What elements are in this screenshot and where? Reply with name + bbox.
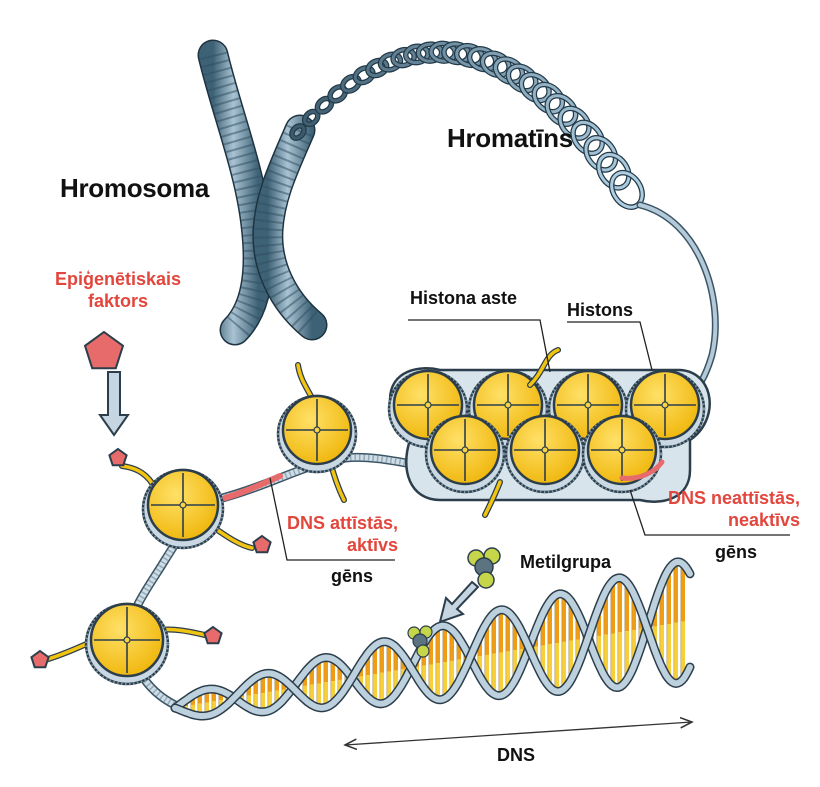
epigenetic-factor-pentagon bbox=[252, 534, 272, 554]
gene-inactive-label: gēns bbox=[715, 542, 758, 562]
gene-active-label: gēns bbox=[331, 566, 374, 586]
methyl-on-dna bbox=[407, 625, 433, 658]
nucleosome-dna-texture bbox=[85, 603, 169, 685]
histone-center bbox=[504, 401, 512, 409]
chromatin-loop-highlight bbox=[378, 52, 402, 72]
chromatin-loop-highlight bbox=[303, 109, 320, 126]
epigenetic-factor-pentagon bbox=[30, 649, 50, 669]
chromatin-label: Hromatīns bbox=[447, 123, 573, 153]
methyl-group bbox=[467, 547, 501, 589]
chromatin-loop-highlight bbox=[571, 120, 604, 155]
dna-unwound-line1: DNS attīstās, bbox=[286, 513, 398, 533]
histone-cluster bbox=[387, 347, 711, 518]
histone-tail bbox=[296, 363, 314, 400]
histone-center bbox=[179, 501, 187, 509]
histone-center bbox=[541, 446, 549, 454]
histone-center bbox=[584, 401, 592, 409]
chromatin-loop-highlight bbox=[584, 136, 618, 172]
chromosome-label: Hromosoma bbox=[60, 173, 209, 203]
nucleosome-lower bbox=[84, 602, 170, 686]
dna-wound-line1: DNS neattīstās, bbox=[667, 488, 800, 508]
histone-center bbox=[461, 446, 469, 454]
dna-wound-line2: neaktīvs bbox=[727, 510, 800, 530]
chromatin-loop-highlight bbox=[545, 94, 578, 126]
histone-center bbox=[123, 636, 131, 644]
epigenetic-factor-line1: Epiģenētiskais bbox=[54, 269, 182, 289]
leader-lines bbox=[269, 319, 790, 561]
dna-unwound-line2: aktīvs bbox=[346, 535, 398, 555]
inactive-gene-segment bbox=[619, 459, 665, 481]
nucleosome-middle bbox=[141, 468, 225, 550]
chromatin-loop-highlight bbox=[532, 82, 564, 114]
histone-tail-label: Histona aste bbox=[410, 288, 518, 308]
histone-front bbox=[424, 414, 506, 494]
chromatin-loop-highlight bbox=[366, 58, 389, 78]
epigenetic-factor-pentagon bbox=[83, 330, 125, 370]
chromatin-loop-highlight bbox=[353, 66, 375, 85]
active-gene-segment bbox=[222, 473, 283, 501]
histone-front bbox=[581, 414, 663, 494]
methyl-group-label: Metilgrupa bbox=[520, 552, 612, 572]
histone-center bbox=[313, 426, 321, 434]
histone-tail bbox=[528, 348, 560, 387]
epigenetic-factor-pentagon bbox=[108, 447, 128, 467]
epigenetic-factor-label: Epiģenētiskais faktors bbox=[34, 268, 202, 312]
epigenetic-arrow bbox=[98, 371, 130, 437]
histone-front bbox=[504, 414, 586, 494]
dna-wound-label: DNS neattīstās, neaktīvs bbox=[640, 487, 800, 531]
chromatin-loop-highlight bbox=[404, 44, 430, 65]
loose-nucleosomes bbox=[42, 362, 358, 686]
dna-double-helix bbox=[170, 557, 695, 721]
chromatin-loop-highlight bbox=[519, 73, 551, 103]
nucleosome-active bbox=[276, 394, 358, 474]
chromatin-loop-highlight bbox=[290, 124, 306, 140]
histone-label: Histons bbox=[567, 300, 634, 320]
nucleosome-dna-texture bbox=[142, 469, 224, 549]
chromosome bbox=[197, 39, 328, 346]
histone-center bbox=[661, 401, 669, 409]
chromatin-loop-highlight bbox=[558, 106, 591, 140]
chromatin-loop-highlight bbox=[391, 48, 416, 68]
chromatin-loop-highlight bbox=[597, 153, 631, 190]
dna-label: DNS bbox=[497, 745, 536, 765]
dna-backbone-front bbox=[172, 574, 693, 719]
epigenetic-factor-pentagon bbox=[203, 625, 223, 645]
dna-length-arrow bbox=[345, 722, 692, 745]
epigenetic-factors bbox=[30, 330, 272, 669]
epigenetic-factor-line2: faktors bbox=[87, 291, 149, 311]
histone-center bbox=[618, 446, 626, 454]
histone-center bbox=[424, 401, 432, 409]
chromatin-coil bbox=[289, 40, 645, 210]
methyl-arrow bbox=[438, 580, 480, 624]
histone-back bbox=[624, 369, 706, 449]
dna-unwound-label: DNS attīstās, aktīvs bbox=[274, 512, 398, 556]
